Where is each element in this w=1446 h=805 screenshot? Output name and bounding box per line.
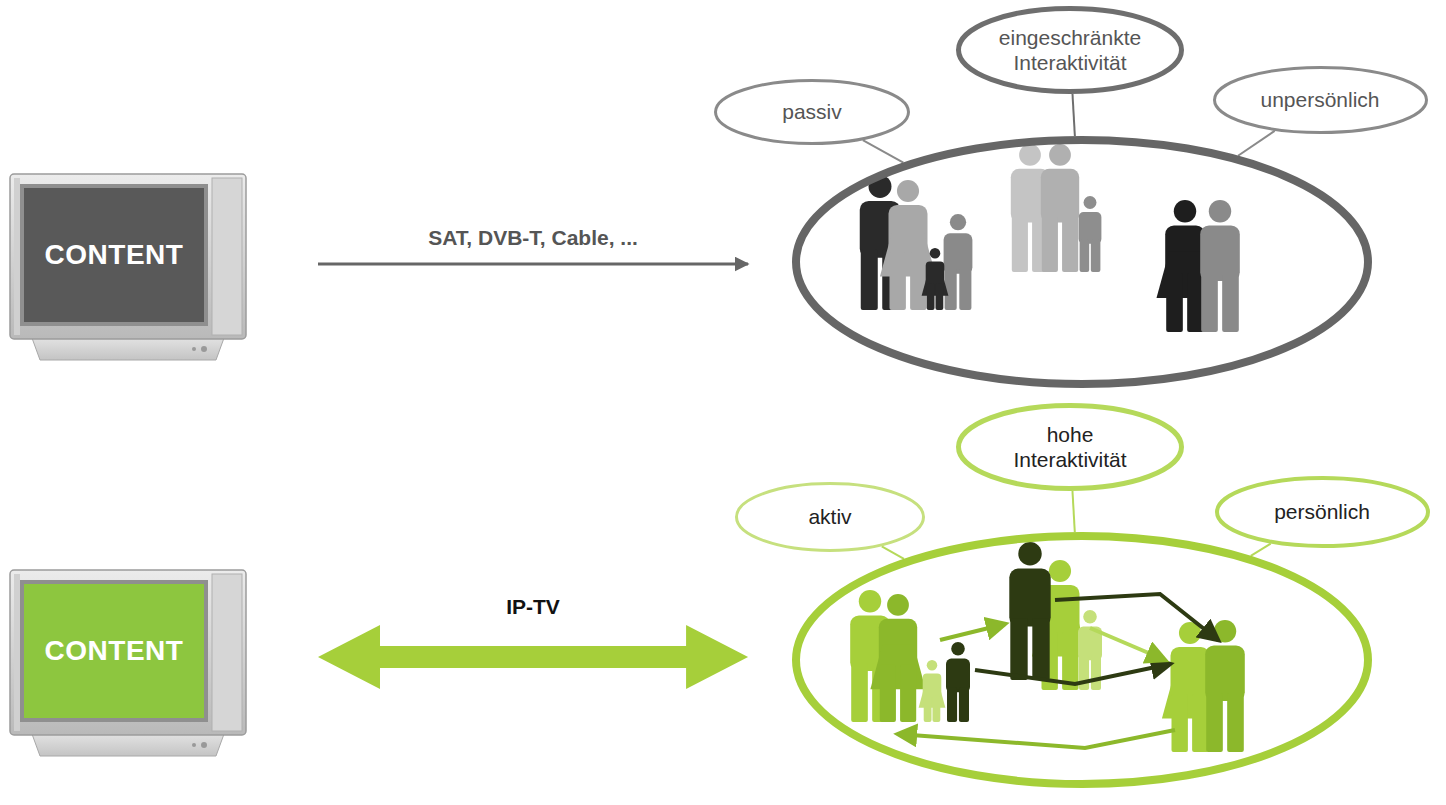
person-figure xyxy=(946,642,970,722)
audience-outline xyxy=(792,532,1372,788)
property-label: persönlich xyxy=(1274,499,1370,524)
bubble-outline xyxy=(956,403,1184,491)
person-figure xyxy=(1041,144,1079,272)
interaction-arrow xyxy=(940,624,1005,640)
person-figure xyxy=(1205,620,1245,752)
audience-ellipse xyxy=(792,532,1372,788)
property-label: eingeschränkte Interaktivität xyxy=(995,25,1145,75)
tv-screen: CONTENT xyxy=(8,172,248,364)
people-group xyxy=(860,144,1240,332)
connector-line xyxy=(1072,94,1074,136)
property-bubble: passiv xyxy=(714,79,910,145)
person-figure xyxy=(919,660,946,722)
interaction-arrow xyxy=(1055,594,1218,640)
tv-screen: CONTENT xyxy=(8,568,248,760)
property-bubble: hohe Interaktivität xyxy=(956,403,1184,491)
screen-label: CONTENT xyxy=(45,238,184,272)
connector-line xyxy=(882,546,904,559)
screen-label: CONTENT xyxy=(45,634,184,668)
person-figure xyxy=(1200,200,1240,332)
interaction-arrow xyxy=(1090,628,1165,660)
connector-line xyxy=(1072,491,1074,532)
person-figure xyxy=(922,248,949,310)
people-group xyxy=(850,542,1245,752)
person-figure xyxy=(1009,542,1050,680)
interaction-arrow xyxy=(975,664,1170,684)
transmission-arrow xyxy=(318,263,748,266)
edge-label: IP-TV xyxy=(502,595,564,619)
property-label: unpersönlich xyxy=(1260,87,1379,112)
connector-line xyxy=(1251,544,1271,556)
bubble-outline xyxy=(956,6,1184,94)
connector-line xyxy=(1238,131,1275,156)
property-label: aktiv xyxy=(808,504,851,529)
edge-label: SAT, DVB-T, Cable, ... xyxy=(424,226,642,250)
screen-area: CONTENT xyxy=(24,584,204,718)
audience-ellipse xyxy=(792,136,1372,388)
transmission-arrow xyxy=(318,625,748,689)
property-label: hohe Interaktivität xyxy=(995,422,1145,472)
audience-outline xyxy=(792,136,1372,388)
person-figure xyxy=(1079,196,1102,272)
screen-area: CONTENT xyxy=(24,188,204,322)
property-bubble: aktiv xyxy=(735,482,925,552)
interaction-arrows xyxy=(898,594,1218,748)
property-label: passiv xyxy=(782,99,842,124)
person-figure xyxy=(880,180,936,310)
property-bubble: persönlich xyxy=(1215,476,1430,548)
property-bubble: unpersönlich xyxy=(1213,66,1428,134)
interaction-arrow xyxy=(898,730,1175,748)
person-figure xyxy=(870,594,925,722)
property-bubble: eingeschränkte Interaktivität xyxy=(956,6,1184,94)
connector-line xyxy=(863,140,904,163)
